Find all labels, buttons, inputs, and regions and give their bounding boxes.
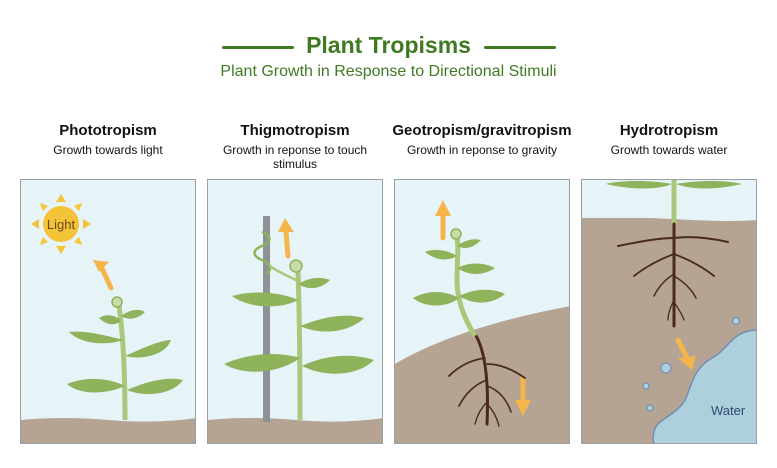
- panel-heading-phototropism: Phototropism Growth towards light: [20, 122, 196, 157]
- panel-heading-thigmotropism: Thigmotropism Growth in reponse to touch…: [207, 122, 383, 171]
- arrow-head-icon: [515, 400, 531, 416]
- plant-icon: [67, 296, 183, 421]
- water-arrow-icon: [675, 337, 689, 359]
- water-label: Water: [711, 403, 746, 418]
- title-row: Plant Tropisms: [0, 32, 777, 62]
- sun-icon: [31, 194, 91, 254]
- thigmotropism-illustration: [208, 180, 382, 443]
- panel-title: Phototropism: [59, 122, 157, 139]
- panel-description: Growth towards water: [610, 143, 728, 157]
- hydrotropism-illustration: [582, 180, 756, 443]
- roots: [617, 222, 729, 328]
- light-label: Light: [46, 217, 76, 232]
- plant-icon: [413, 228, 505, 338]
- panel-heading-hydrotropism: Hydrotropism Growth towards water: [581, 122, 757, 157]
- panel-description: Growth towards light: [53, 143, 163, 157]
- page-title: Plant Tropisms: [306, 32, 471, 58]
- geotropism-illustration: [395, 180, 569, 443]
- arrow-head-icon: [278, 218, 294, 232]
- plant-icon: [606, 180, 742, 224]
- soil: [208, 418, 382, 443]
- phototropism-illustration: [21, 180, 195, 443]
- panel-geotropism: [394, 179, 570, 444]
- panel-thigmotropism: [207, 179, 383, 444]
- sky: [208, 180, 382, 443]
- panel-hydrotropism: Water: [581, 179, 757, 444]
- growth-arrow-icon: [283, 229, 291, 259]
- panel-phototropism: Light: [20, 179, 196, 444]
- arrow-head-icon: [435, 200, 451, 216]
- panel-title: Hydrotropism: [619, 122, 719, 139]
- water-pool: [652, 329, 756, 443]
- roots: [448, 332, 526, 427]
- panel-description: Growth in reponse to gravity: [406, 143, 558, 157]
- panel-title: Geotropism/gravitropism: [392, 122, 572, 139]
- panel-heading-geotropism: Geotropism/gravitropism Growth in repons…: [384, 122, 580, 157]
- panel-title: Thigmotropism: [240, 122, 350, 139]
- plant-icon: [224, 259, 374, 421]
- title-right-line: [484, 46, 556, 49]
- soil: [21, 418, 195, 443]
- title-left-line: [222, 46, 294, 49]
- water-droplets: [642, 316, 741, 412]
- sky-edge: [582, 180, 756, 221]
- arrow-head-icon: [93, 260, 109, 272]
- page-subtitle: Plant Growth in Response to Directional …: [220, 63, 557, 80]
- panel-description: Growth in reponse to touch stimulus: [222, 143, 368, 171]
- light-arrow-icon: [98, 263, 114, 291]
- support-pole: [263, 216, 270, 422]
- arrow-head-icon: [678, 356, 696, 370]
